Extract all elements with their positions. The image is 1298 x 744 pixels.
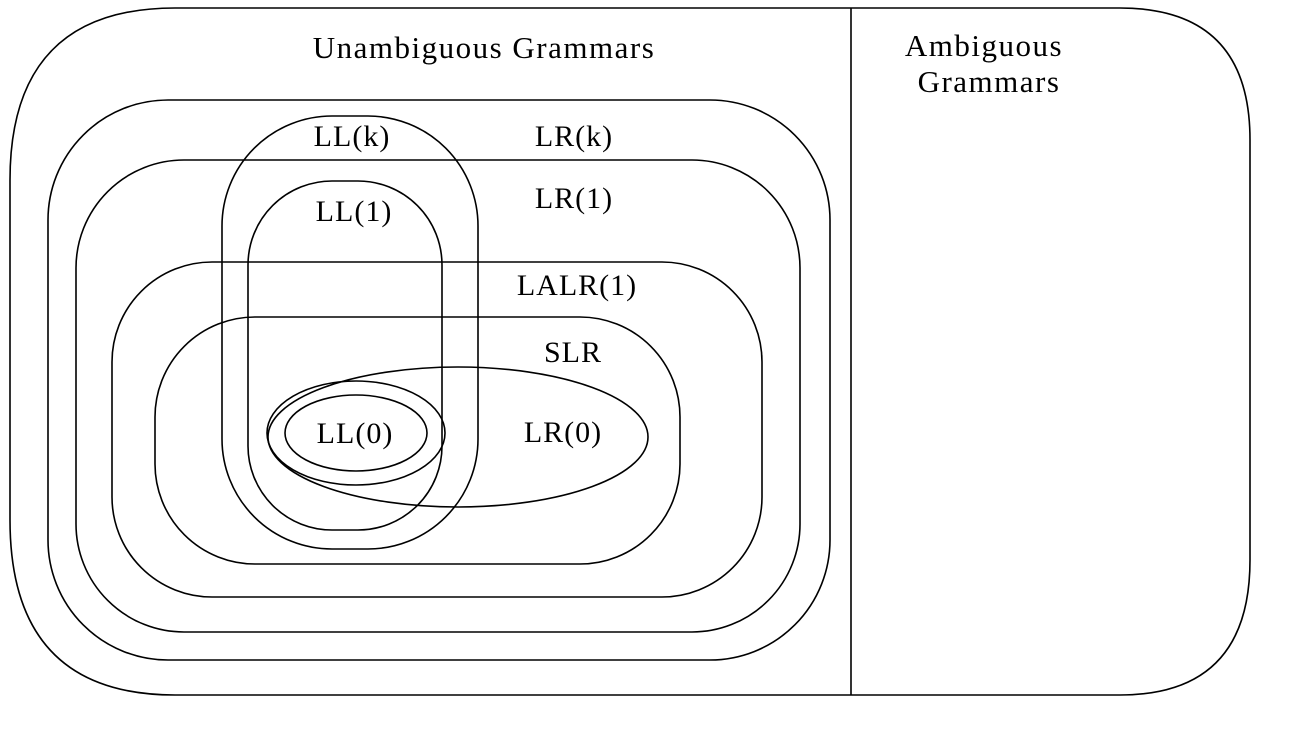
ambiguous-grammars-label-line2: Grammars [918,64,1061,99]
lr-0-label: LR(0) [524,416,602,449]
ll-0-outer-ring [266,380,446,486]
slr-region [154,316,681,565]
lr-1-region [75,159,801,633]
lalr-1-region [111,261,763,598]
lr-1-label: LR(1) [535,182,613,215]
ll-1-region [247,180,443,531]
ll-k-region [221,115,479,550]
ambiguous-grammars-label-line1: Ambiguous [905,28,1063,63]
all-grammars-boundary [9,7,1251,696]
unambiguous-grammars-label: Unambiguous Grammars [313,30,656,65]
lr-k-label: LR(k) [535,120,613,153]
ll-k-label: LL(k) [314,120,391,153]
ll-0-label: LL(0) [317,417,394,450]
ll-1-label: LL(1) [316,195,393,228]
lalr-1-label: LALR(1) [517,269,637,302]
ll-0-inner-ring [284,394,428,472]
lr-k-region [47,99,831,661]
slr-label: SLR [544,336,602,369]
